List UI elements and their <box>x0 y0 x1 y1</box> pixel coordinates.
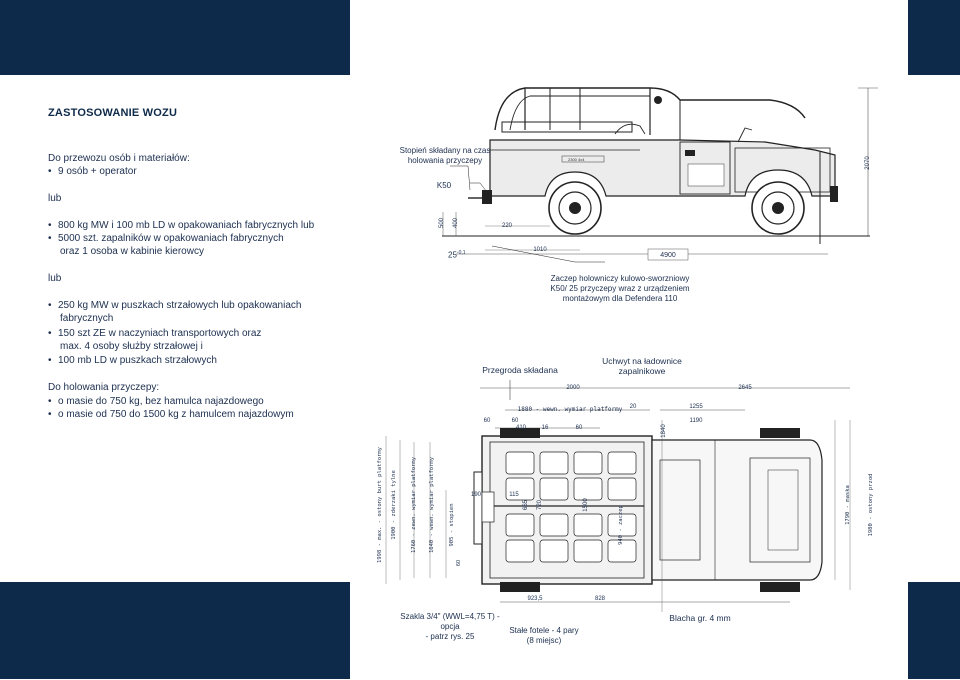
dim-500: 500 <box>439 218 445 229</box>
dim-v14: 1980 - ostony przod <box>868 473 874 537</box>
dim-1190: 1190 <box>689 418 703 424</box>
dim-v5: 905 - stopien <box>449 503 455 547</box>
shackle-note: Szakla 3/4" (WWL=4,75 T) - opcja - patrz… <box>390 612 510 642</box>
vehicle-side-view: 2300 4x4 <box>442 87 878 263</box>
dim-1255: 1255 <box>689 404 703 410</box>
dim-60-c: 60 <box>575 425 583 431</box>
vehicle-top-view <box>385 380 851 612</box>
top-left-band <box>0 0 350 75</box>
shackle-note-line-1: Szakla 3/4" (WWL=4,75 T) - opcja <box>400 612 500 631</box>
dim-v9: 665 <box>523 500 529 511</box>
dim-v2: 1900 - zderzaki tylne <box>391 470 397 540</box>
or-label-1: lub <box>48 193 62 204</box>
dim-2645: 2645 <box>738 385 752 391</box>
bottom-right-band <box>908 582 960 679</box>
dim-828: 828 <box>594 596 605 602</box>
dim-1840: 1840 <box>661 424 667 438</box>
dim-v7: 190 <box>470 492 481 498</box>
bullet-150-ze-cont: max. 4 osoby służby strzałowej i <box>60 341 203 352</box>
bullet-250kg: 250 kg MW w puszkach strzałowych lub opa… <box>48 299 301 312</box>
k50-label: K50 <box>436 181 452 190</box>
dim-v10: 720 <box>537 500 543 511</box>
dim-25: 25-0,1 <box>448 248 478 261</box>
bullet-750kg: o masie do 750 kg, bez hamulca najazdowe… <box>48 395 264 408</box>
dim-2070: 2070 <box>865 156 871 170</box>
dim-2000: 2000 <box>566 385 580 391</box>
hitch-note: Zaczep holowniczy kulowo-sworzniowy K50/… <box>530 274 710 304</box>
svg-text:2300 4x4: 2300 4x4 <box>568 157 585 162</box>
holder-label: Uchwyt na ładownice zapalnikowe <box>592 356 692 376</box>
shackle-note-line-2: - patrz rys. 25 <box>425 632 475 641</box>
hitch-note-line-1: Zaczep holowniczy kulowo-sworzniowy <box>550 274 690 283</box>
bullet-250kg-cont: fabrycznych <box>60 313 114 324</box>
dim-v1: 1998 - max. - ostony burt platformy <box>377 447 383 563</box>
page-title: ZASTOSOWANIE WOZU <box>48 107 178 119</box>
step-note-line-1: Stopień składany na czas <box>399 146 491 155</box>
bullet-150-ze: 150 szt ZE w naczyniach transportowych o… <box>48 327 261 340</box>
bullet-100mb: 100 mb LD w puszkach strzałowych <box>48 354 217 367</box>
dim-60-a: 60 <box>483 418 491 424</box>
hitch-note-line-3: montażowym dla Defendera 110 <box>562 294 678 303</box>
seats-note-line-2: (8 miejsc) <box>526 636 562 645</box>
dim-410: 410 <box>515 425 526 431</box>
dim-4900: 4900 <box>660 252 676 259</box>
hitch-note-line-2: K50/ 25 przyczepy wraz z urządzeniem <box>550 284 690 293</box>
dim-v4: 1640 - wewn. wymiar platformy <box>429 456 435 554</box>
drawing-panel: 2300 4x4 St <box>350 0 908 679</box>
dim-400: 400 <box>453 218 459 229</box>
top-right-band <box>908 0 960 75</box>
seats-note-line-1: Stałe fotele - 4 pary <box>509 626 579 635</box>
holder-label-line-2: zapalnikowe <box>618 366 666 376</box>
dim-v11: 1500 <box>583 498 589 512</box>
dim-220: 220 <box>501 223 512 229</box>
dim-923-5: 923,5 <box>527 596 543 602</box>
bullet-800kg: 800 kg MW i 100 mb LD w opakowaniach fab… <box>48 219 314 232</box>
partition-label: Przegroda składana <box>482 365 558 375</box>
dim-1010: 1010 <box>533 247 547 253</box>
holder-label-line-1: Uchwyt na ładownice <box>602 356 682 366</box>
dim-25-tolerance: -0,1 <box>456 250 466 256</box>
seats-note: Stałe fotele - 4 pary (8 miejsc) <box>504 626 584 646</box>
dim-25-value: 25 <box>448 250 457 260</box>
dim-20: 20 <box>629 404 637 410</box>
step-note-line-2: holowania przyczepy <box>407 156 483 165</box>
bullet-5000-detonators-cont: oraz 1 osoba w kabinie kierowcy <box>60 246 204 257</box>
paragraph-towing: Do holowania przyczepy: <box>48 382 160 393</box>
sheet-note: Blacha gr. 4 mm <box>669 613 731 623</box>
dim-v12: 940 - zaczep <box>618 505 624 545</box>
dim-v3: 1760 - zewn. wymiar platformy <box>411 456 417 554</box>
dim-v13: 1790 - maska <box>845 485 851 525</box>
dim-v6: 60 <box>456 559 462 567</box>
dim-16: 16 <box>541 425 549 431</box>
bullet-1500kg: o masie od 750 do 1500 kg z hamulcem naj… <box>48 408 294 421</box>
step-note: Stopień składany na czas holowania przyc… <box>390 146 500 166</box>
paragraph-people: Do przewozu osób i materiałów: <box>48 153 190 164</box>
dim-60-b: 60 <box>511 418 519 424</box>
bullet-9-persons: 9 osób + operator <box>48 165 137 178</box>
bullet-5000-detonators: 5000 szt. zapalników w opakowaniach fabr… <box>48 232 284 245</box>
bottom-left-band <box>0 582 350 679</box>
or-label-2: lub <box>48 273 62 284</box>
dim-1880: 1880 - wewn. wymiar platformy <box>517 406 623 413</box>
dim-v8: 115 <box>509 492 519 498</box>
